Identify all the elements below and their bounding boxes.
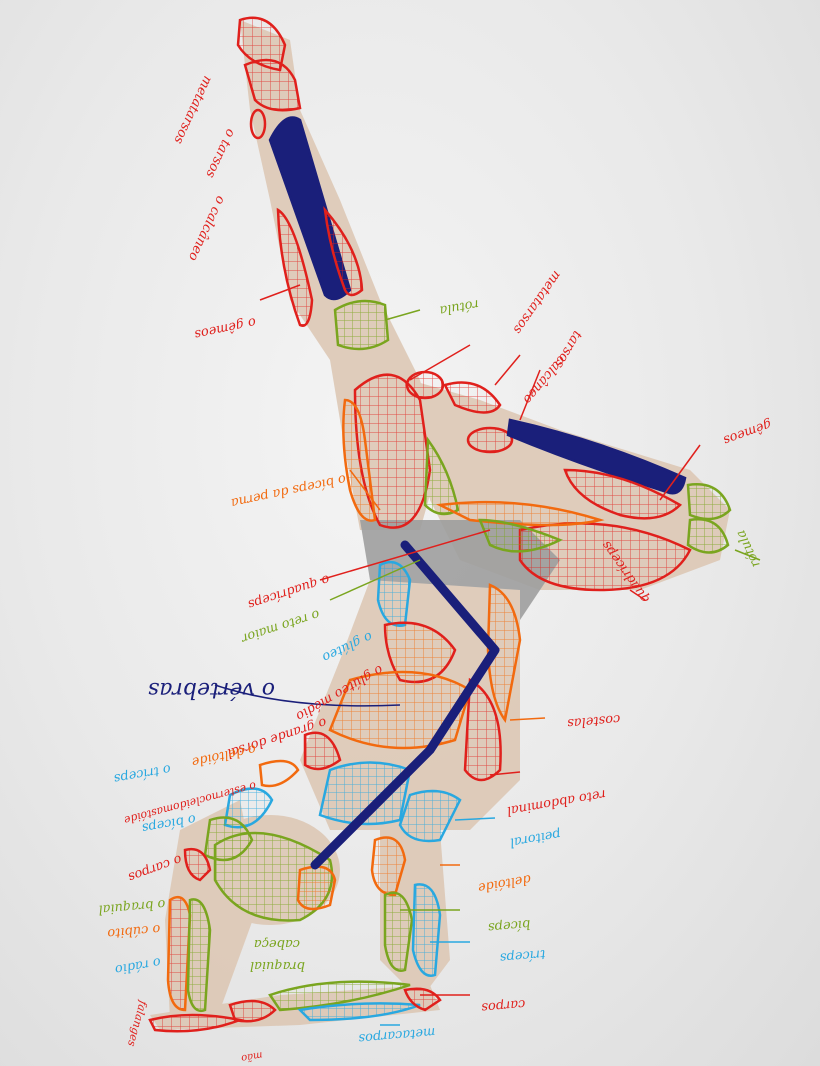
pointer-lines <box>214 284 761 1026</box>
label-costelas-top: costelas <box>566 711 621 731</box>
label-radio: o rádio <box>114 954 162 977</box>
label-gemeos-right: gêmeos <box>721 416 774 447</box>
label-rotula-right: rótula <box>733 527 763 569</box>
label-cabeca: cabeça <box>254 936 300 951</box>
label-rotula-top: rótula <box>438 296 480 318</box>
label-gemeos-top: o gêmeos <box>193 314 258 342</box>
label-falanges: falanges <box>125 998 150 1048</box>
label-carpos-right: carpos <box>480 996 526 1015</box>
label-calcaneo-right: calcâneo <box>519 352 568 406</box>
label-deltoide-left: o deltóide <box>190 741 257 769</box>
label-braquial-left: o braquial <box>98 896 166 917</box>
label-peitoral: peitoral <box>509 826 562 850</box>
label-metatarsos-top: metatarsos <box>170 73 215 146</box>
label-metacarpos: metacarpos <box>358 1024 436 1046</box>
label-deltoide-right: deltóide <box>476 871 531 895</box>
label-biceps-right: bíceps <box>487 916 531 935</box>
label-reto-abdominal: reto abdominal <box>506 786 607 818</box>
label-biceps-perna: o bíceps da perna <box>230 471 348 510</box>
label-calcaneo-top: o calcâneo <box>185 193 228 263</box>
label-triceps-left: o tríceps <box>112 761 172 786</box>
label-vertebras: o vértebras <box>148 677 275 702</box>
label-metatarsos-right: metatarsos <box>509 268 564 337</box>
label-tarsos-top: o tarsos <box>202 126 238 180</box>
label-cubito: o cúbito <box>107 921 161 941</box>
muscle-overlays <box>148 16 732 1033</box>
label-triceps-right: tríceps <box>499 946 546 965</box>
label-quadriceps-left: o quadríceps <box>246 571 332 612</box>
label-braquial-center: braquial <box>250 958 305 973</box>
spine-line <box>310 540 500 870</box>
label-mao: mão <box>240 1049 263 1064</box>
